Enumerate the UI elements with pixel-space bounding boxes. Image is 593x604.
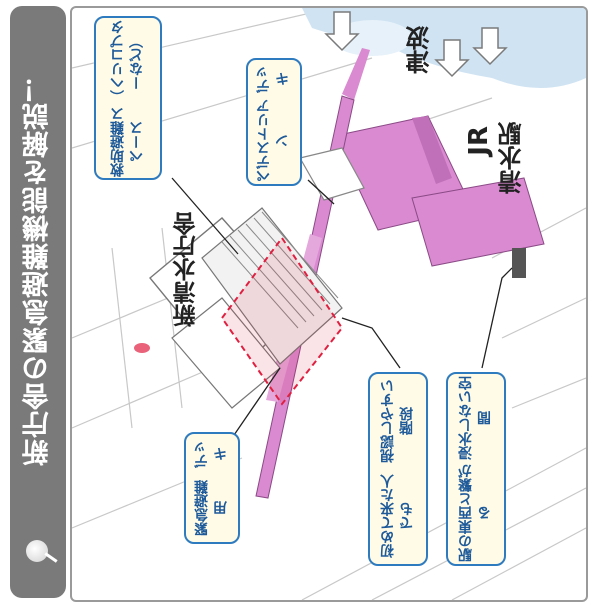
leader-line [307,179,335,205]
emergency-deck-callout: 緊急避難用 デッキ [184,432,240,544]
office-building [149,207,343,409]
station-stairs [512,248,526,278]
tsunami-arrow [324,11,360,52]
office-stripes [221,211,339,329]
callout-text: 緊急避難用 [194,480,229,537]
street-line [111,247,133,429]
street-line [301,447,586,600]
tsunami-label: 津波 [406,26,434,74]
aerial-diagram: 津波 JR 清水駅 新清水庁舎 救助避難スペース （ヘリコプターなど） ペデスト… [70,6,588,602]
callout-text: 初めて来た人でも [380,474,415,559]
tsunami-arrow [472,27,508,66]
callout-text: デッキ [194,440,229,469]
street-line [72,367,213,429]
red-marker [134,343,150,353]
sea-highlight [332,20,412,56]
space-callout: 駅の東西と繋がる 浸水しない空間 [446,372,506,566]
rescue-area-outline [220,236,344,406]
pedestrian-deck-callout: ペデストリアン デッキ [246,58,302,186]
diagram-canvas [72,8,586,600]
street-line [511,377,586,409]
pavilion [299,147,365,201]
station-label-line1: JR [464,126,494,156]
tsunami-arrows [324,11,508,78]
station-ramp [342,48,370,100]
rescue-space-callout: 救助避難スペース （ヘリコプターなど） [94,16,162,180]
new-office-label: 新清水庁舎 [174,212,200,327]
leader-line [171,177,239,255]
street-line [501,297,586,339]
bullet-icon [26,540,48,562]
street-line [451,527,586,600]
callout-text: デッキ [256,64,291,93]
station-label-line2: 清水駅 [498,122,526,194]
heading-title: 新庁舎の緊急避難機能を解説！ [22,74,54,466]
stairs-callout: 初めて来た人でも 視認しやすい階段 [368,372,428,566]
heading-bar [10,6,66,598]
callout-text: ペデストリアン [256,98,291,183]
callout-text: 浸水しない空間 [458,376,493,461]
callout-text: 駅の東西と繋がる [458,464,493,563]
tsunami-arrow [434,39,470,78]
callout-text: 救助避難スペース [110,107,145,178]
street-line [161,227,183,409]
leader-line [481,267,513,369]
callout-text: （ヘリコプターなど） [110,20,145,105]
leader-line [341,317,401,369]
callout-text: 視認しやすい階段 [380,379,415,464]
station-building [333,115,545,278]
